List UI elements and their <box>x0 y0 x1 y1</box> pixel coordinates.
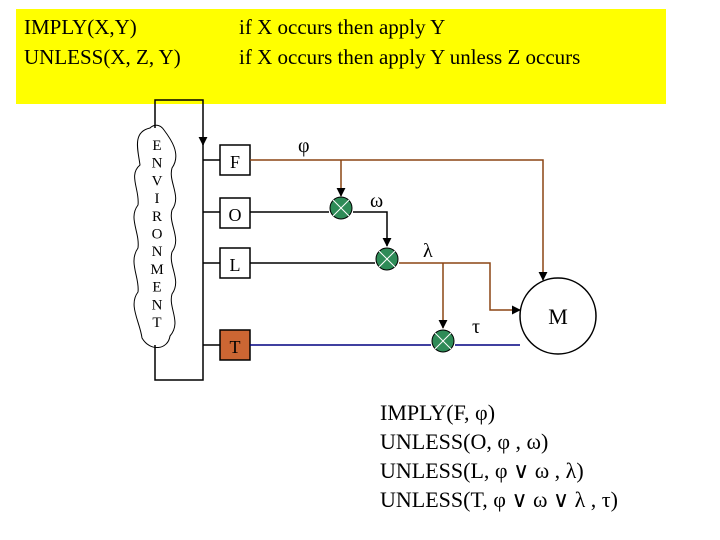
environment-letter: E <box>152 138 161 154</box>
lambda-symbol: λ <box>423 240 433 262</box>
environment-top-wire <box>154 99 208 146</box>
tau-combiner-node <box>431 329 455 353</box>
lambda-wire <box>399 262 521 315</box>
lambda-combiner-node <box>375 247 399 271</box>
box-o <box>219 197 251 229</box>
formula-unless-t: UNLESS(T, φ ∨ ω ∨ λ , τ) <box>380 487 618 512</box>
output-node-m <box>519 277 597 355</box>
formula-imply-f: IMPLY(F, φ) <box>380 400 496 425</box>
output-node-m-label: M <box>548 304 568 329</box>
environment-letter: I <box>155 191 160 207</box>
box-t-label: T <box>230 337 241 357</box>
omega-wire <box>353 211 392 247</box>
environment-letter: N <box>152 244 163 260</box>
definitions-header: IMPLY(X,Y) if X occurs then apply Y UNLE… <box>16 9 666 104</box>
environment-bottom-wire <box>154 345 204 381</box>
rule1-name: IMPLY(X,Y) <box>24 15 137 39</box>
environment-letter: V <box>152 173 163 189</box>
environment-letter: N <box>152 297 163 313</box>
box-l-label: L <box>230 255 241 275</box>
phi-wire <box>250 159 548 281</box>
omega-combiner-node <box>329 196 353 220</box>
environment-letter: O <box>152 227 163 243</box>
box-t <box>219 329 251 361</box>
environment-letter: M <box>150 262 163 278</box>
environment-letter: N <box>152 156 163 172</box>
rule1-description: if X occurs then apply Y <box>239 15 446 39</box>
phi-symbol: φ <box>298 135 310 157</box>
environment-letter: T <box>152 315 161 331</box>
box-o-label: O <box>229 205 242 225</box>
omega-symbol: ω <box>370 190 383 212</box>
box-f-label: F <box>230 152 240 172</box>
rule2-name: UNLESS(X, Z, Y) <box>24 45 181 69</box>
tau-symbol: τ <box>472 316 480 338</box>
box-f <box>219 144 251 176</box>
box-l <box>219 247 251 279</box>
formula-unless-o: UNLESS(O, φ , ω) <box>380 429 549 454</box>
rule2-description: if X occurs then apply Y unless Z occurs <box>239 45 581 69</box>
environment-letter: R <box>152 209 162 225</box>
environment-cloud <box>133 124 177 348</box>
formula-unless-l: UNLESS(L, φ ∨ ω , λ) <box>380 458 584 483</box>
environment-letter: E <box>152 280 161 296</box>
